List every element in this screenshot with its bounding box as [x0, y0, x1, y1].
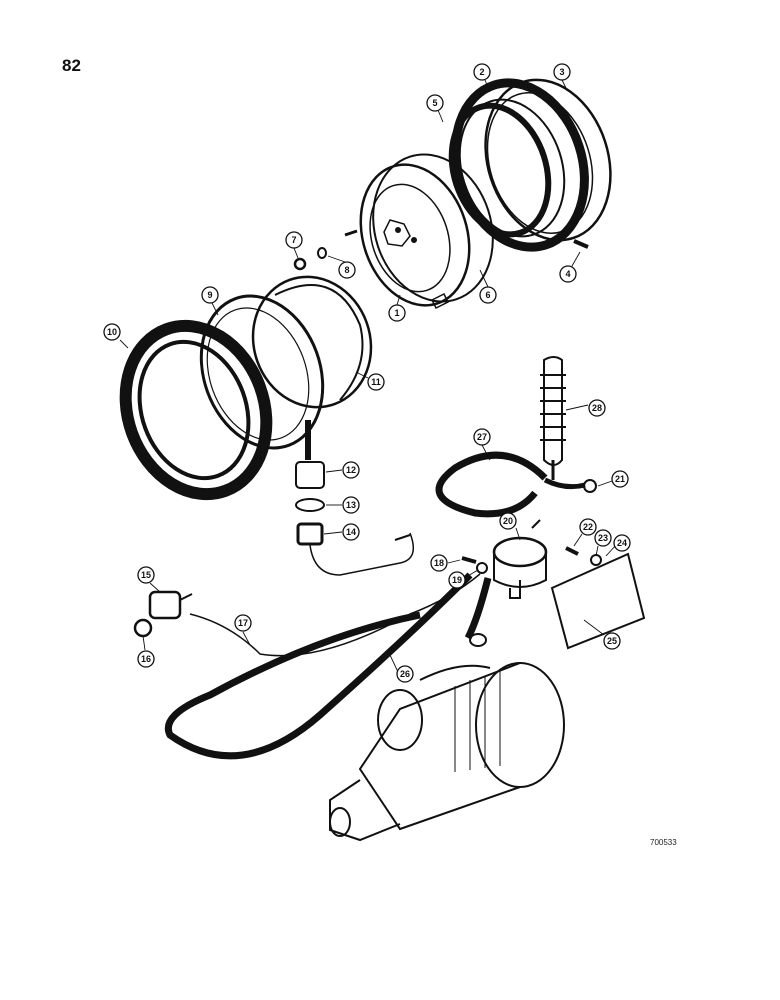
callout-2: 2 — [473, 63, 491, 81]
callout-27-label: 27 — [477, 432, 487, 442]
callout-21-label: 21 — [615, 474, 625, 484]
callout-11-label: 11 — [371, 377, 381, 387]
page-number: 82 — [62, 56, 81, 75]
rear-housing-rings — [448, 78, 612, 252]
callout-5-label: 5 — [432, 98, 437, 108]
callout-17: 17 — [234, 614, 252, 632]
callout-11: 11 — [367, 373, 385, 391]
callout-7: 7 — [285, 231, 303, 249]
callout-21: 21 — [611, 470, 629, 488]
starting-motor — [329, 662, 565, 842]
callout-12: 12 — [342, 461, 360, 479]
callout-13-label: 13 — [346, 500, 356, 510]
callout-14-label: 14 — [346, 527, 356, 537]
callout-22: 22 — [579, 518, 597, 536]
callout-1: 1 — [388, 304, 406, 322]
callout-26-label: 26 — [400, 669, 410, 679]
callout-15-label: 15 — [141, 570, 151, 580]
callout-16-label: 16 — [141, 654, 151, 664]
wiring — [165, 572, 492, 760]
callout-18-label: 18 — [434, 558, 444, 568]
callout-24-label: 24 — [617, 538, 627, 548]
callout-19-label: 19 — [452, 575, 462, 585]
callout-5: 5 — [426, 94, 444, 112]
cable-27 — [435, 451, 597, 518]
callout-17-label: 17 — [238, 618, 248, 628]
callout-4: 4 — [559, 265, 577, 283]
fasteners-upper — [293, 239, 589, 271]
callout-2-label: 2 — [479, 67, 484, 77]
callout-6: 6 — [479, 286, 497, 304]
callout-4-label: 4 — [565, 269, 570, 279]
callout-18: 18 — [430, 554, 448, 572]
callout-9-label: 9 — [207, 290, 212, 300]
callout-10: 10 — [103, 323, 121, 341]
callout-20-label: 20 — [503, 516, 513, 526]
callout-10-label: 10 — [107, 327, 117, 337]
callout-1-label: 1 — [394, 308, 399, 318]
light-switch — [133, 590, 193, 638]
boot-28 — [540, 356, 566, 480]
solenoid-assembly — [461, 519, 646, 650]
callout-19: 19 — [448, 571, 466, 589]
callout-12-label: 12 — [346, 465, 356, 475]
callout-3-label: 3 — [559, 67, 564, 77]
callout-6-label: 6 — [485, 290, 490, 300]
mounting-stud-stack — [295, 420, 415, 576]
callout-24: 24 — [613, 534, 631, 552]
callout-8: 8 — [338, 261, 356, 279]
callout-14: 14 — [342, 523, 360, 541]
callout-27: 27 — [473, 428, 491, 446]
callout-28-label: 28 — [592, 403, 602, 413]
leader-lines — [119, 79, 617, 673]
callout-15: 15 — [137, 566, 155, 584]
callout-13: 13 — [342, 496, 360, 514]
callout-7-label: 7 — [291, 235, 296, 245]
callout-23-label: 23 — [598, 533, 608, 543]
callout-8-label: 8 — [344, 265, 349, 275]
headlamp-assembly — [119, 275, 373, 501]
mounting-ring — [344, 153, 494, 310]
callout-25-label: 25 — [607, 636, 617, 646]
callout-26: 26 — [396, 665, 414, 683]
figure-code: 700533 — [650, 838, 677, 847]
callout-9: 9 — [201, 286, 219, 304]
callout-20: 20 — [499, 512, 517, 530]
callout-28: 28 — [588, 399, 606, 417]
callout-3: 3 — [553, 63, 571, 81]
callout-23: 23 — [594, 529, 612, 547]
callout-22-label: 22 — [583, 522, 593, 532]
callout-25: 25 — [603, 632, 621, 650]
callout-16: 16 — [137, 650, 155, 668]
